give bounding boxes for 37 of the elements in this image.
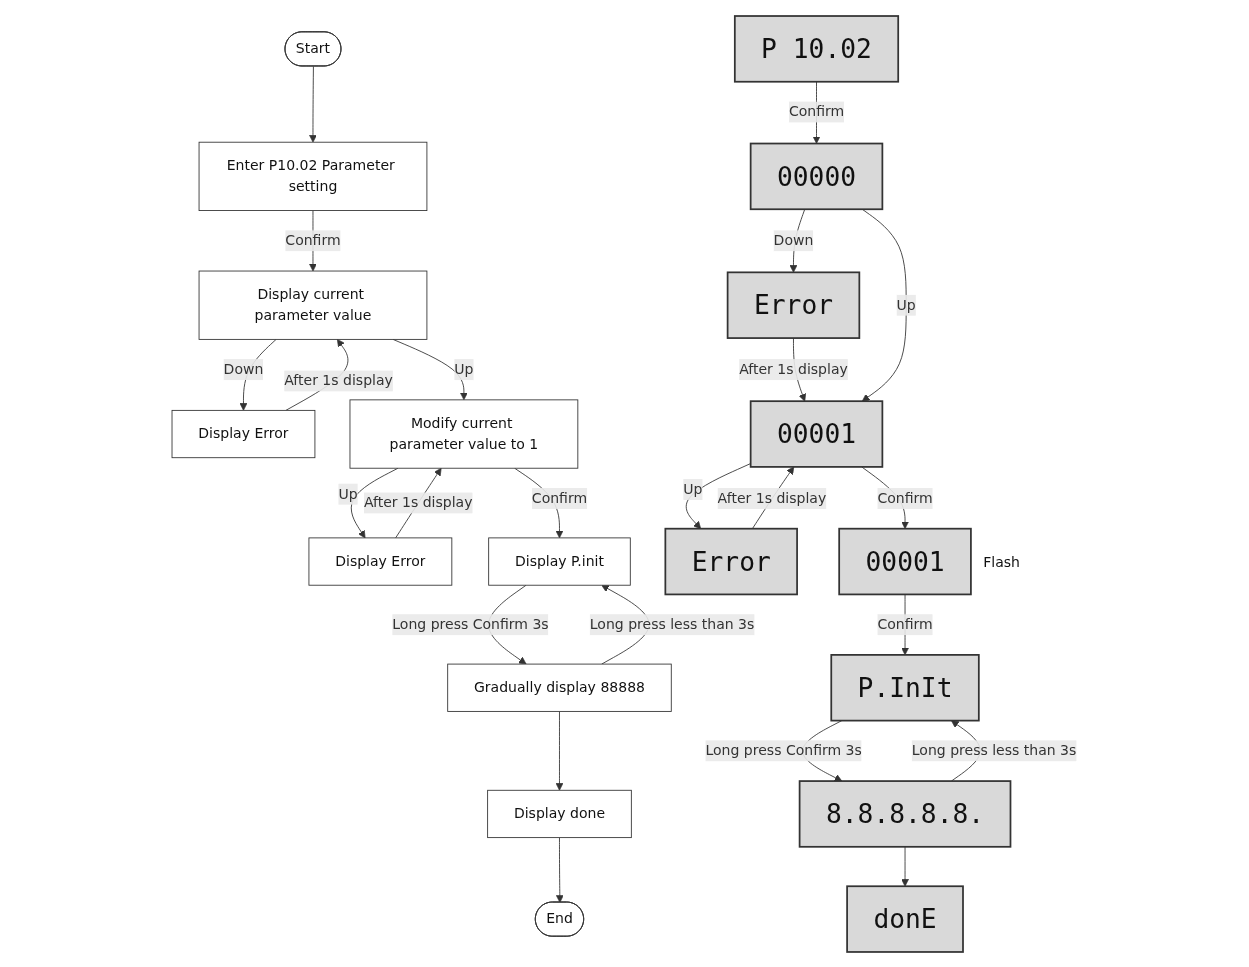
node-box: 8.8.8.8.8. [799, 779, 1012, 848]
edge-label: Confirm [877, 489, 933, 506]
edge-label: Long press Confirm 3s [705, 741, 863, 759]
edge-label: Up [683, 480, 703, 497]
node-box: Modify current parameter value to 1 [349, 398, 579, 469]
node-box: Gradually display 88888 [447, 663, 673, 712]
edge-label: Down [773, 231, 814, 249]
edge-label: Confirm [877, 615, 933, 633]
edge-label: Down [223, 360, 264, 378]
node-note: Flash [983, 553, 1021, 570]
node-box: P.InIt [830, 653, 980, 721]
node-box: Display P.init [488, 536, 632, 586]
node-box: 00001 [750, 399, 884, 468]
edge-label: Long press less than 3s [590, 615, 755, 633]
edge-label: Long press less than 3s [912, 741, 1077, 759]
node-box: donE [846, 884, 965, 953]
edge-label: Up [338, 484, 358, 502]
node-box: Error [664, 527, 799, 595]
edge-label: After 1s display [739, 360, 849, 378]
edge-label: After 1s display [717, 489, 827, 506]
edge-label: Long press Confirm 3s [392, 615, 549, 633]
node-box: 00001 [838, 527, 973, 595]
node-box: Display current parameter value [198, 270, 428, 340]
node-box: Display Error [308, 536, 453, 586]
edge-label: Confirm [285, 231, 341, 249]
node-box: Display done [487, 789, 633, 838]
edge-label: Confirm [789, 102, 845, 120]
edge-label: Up [454, 360, 474, 378]
edge-label: Up [896, 295, 917, 313]
edge-label: After 1s display [284, 371, 394, 389]
edge-label: Confirm [532, 489, 588, 506]
node-box: Error [727, 270, 861, 339]
node-box: P 10.02 [734, 14, 900, 83]
node-box: Enter P10.02 Parameter setting [198, 141, 428, 211]
node-box: 00000 [750, 142, 884, 210]
edge-label: After 1s display [364, 493, 473, 511]
node-box: Display Error [171, 409, 316, 458]
